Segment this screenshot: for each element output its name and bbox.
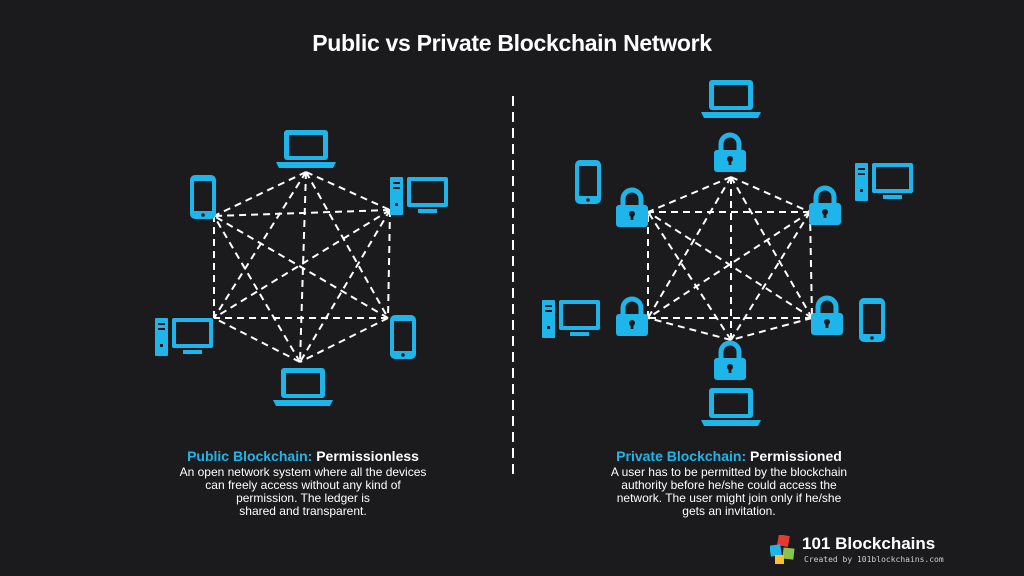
- private-connection-line: [647, 211, 732, 341]
- network-lines: [213, 171, 813, 363]
- private-description: A user has to be permitted by the blockc…: [610, 465, 848, 518]
- public-connection-line: [305, 171, 389, 319]
- public-node-bottom-laptop-icon: [273, 368, 333, 406]
- private-connection-line: [730, 211, 811, 341]
- private-device-bottom-left-desktop-icon: [542, 300, 600, 338]
- public-heading: Public Blockchain: Permissionless: [158, 448, 448, 464]
- private-node-top-right-lock-icon: [809, 188, 841, 225]
- brand-tagline: Created by 101blockchains.com: [804, 555, 944, 564]
- private-heading: Private Blockchain: Permissioned: [584, 448, 874, 464]
- page-title: Public vs Private Blockchain Network: [312, 30, 712, 56]
- private-blockchain-caption: Private Blockchain: Permissioned A user …: [584, 448, 874, 518]
- private-heading-rest: Permissioned: [746, 448, 842, 464]
- public-node-bottom-left-desktop-icon: [155, 318, 213, 356]
- brand-name: 101 Blockchains: [802, 534, 936, 553]
- private-device-top-right-desktop-icon: [855, 163, 913, 201]
- public-description: An open network system where all the dev…: [179, 465, 427, 518]
- private-connection-line: [730, 317, 813, 341]
- private-device-top-laptop-icon: [701, 80, 761, 118]
- private-connection-line: [647, 176, 732, 213]
- private-connection-line: [647, 176, 732, 319]
- public-connection-line: [213, 171, 307, 217]
- brand-logo: 101 Blockchains Created by 101blockchain…: [770, 533, 950, 569]
- public-node-top-right-desktop-icon: [390, 177, 448, 215]
- private-heading-accent: Private Blockchain:: [616, 448, 747, 464]
- private-device-bottom-laptop-icon: [701, 388, 761, 426]
- public-node-top-left-phone-icon: [190, 175, 216, 219]
- public-heading-rest: Permissionless: [312, 448, 419, 464]
- private-node-bottom-left-lock-icon: [616, 299, 648, 336]
- private-connection-line: [730, 176, 811, 213]
- private-node-bottom-lock-icon: [714, 343, 746, 380]
- private-connection-line: [809, 211, 813, 319]
- public-connection-line: [213, 209, 391, 319]
- public-connection-line: [299, 209, 391, 363]
- public-connection-line: [213, 215, 389, 319]
- private-connection-line: [730, 176, 813, 319]
- public-connection-line: [213, 171, 307, 319]
- private-connection-line: [647, 317, 732, 341]
- public-heading-accent: Public Blockchain:: [187, 448, 313, 464]
- public-node-bottom-right-phone-icon: [390, 315, 416, 359]
- public-connection-line: [299, 317, 389, 363]
- private-node-top-left-lock-icon: [616, 190, 648, 227]
- private-device-bottom-right-phone-icon: [859, 298, 885, 342]
- public-blockchain-caption: Public Blockchain: Permissionless An ope…: [158, 448, 448, 518]
- public-connection-line: [213, 209, 391, 217]
- public-connection-line: [305, 171, 391, 211]
- blocks-logo-icon: [770, 535, 795, 564]
- public-node-top-laptop-icon: [276, 130, 336, 168]
- public-connection-line: [213, 215, 301, 363]
- private-node-top-lock-icon: [714, 135, 746, 172]
- private-node-bottom-right-lock-icon: [811, 298, 843, 335]
- public-connection-line: [299, 171, 307, 363]
- public-connection-line: [387, 209, 391, 319]
- private-connection-line: [647, 211, 813, 319]
- private-device-top-left-phone-icon: [575, 160, 601, 204]
- public-connection-line: [213, 317, 301, 363]
